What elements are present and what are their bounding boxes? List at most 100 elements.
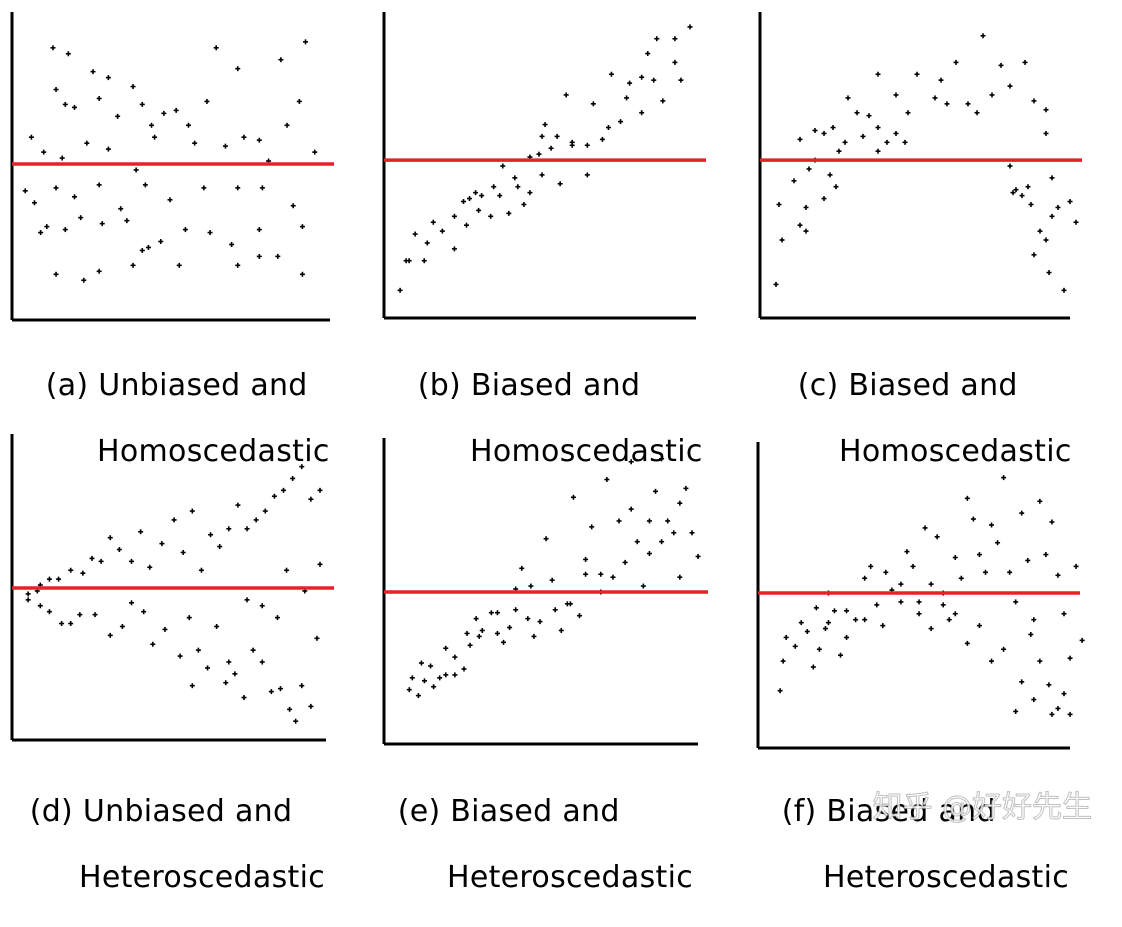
point-c-51 bbox=[1061, 287, 1067, 293]
point-b-43 bbox=[479, 193, 485, 199]
point-c-17 bbox=[812, 127, 818, 133]
point-d-34 bbox=[46, 609, 52, 615]
point-f-52 bbox=[1037, 658, 1043, 664]
point-d-25 bbox=[262, 508, 268, 514]
point-d-13 bbox=[147, 564, 153, 570]
point-c-45 bbox=[1013, 187, 1019, 193]
point-e-27 bbox=[589, 524, 595, 530]
point-f-40 bbox=[1025, 557, 1031, 563]
point-b-40 bbox=[515, 184, 521, 190]
point-b-52 bbox=[473, 190, 479, 196]
point-e-34 bbox=[634, 539, 640, 545]
point-b-26 bbox=[672, 59, 678, 65]
point-e-24 bbox=[570, 494, 576, 500]
point-c-18 bbox=[845, 95, 851, 101]
point-d-19 bbox=[208, 532, 214, 538]
point-a-10 bbox=[303, 39, 309, 45]
point-f-13 bbox=[853, 617, 859, 623]
point-e-52 bbox=[549, 577, 555, 583]
point-c-13 bbox=[821, 196, 827, 202]
point-b-36 bbox=[563, 92, 569, 98]
point-c-16 bbox=[806, 166, 812, 172]
panel-c bbox=[758, 12, 1082, 320]
point-c-20 bbox=[866, 113, 872, 119]
point-d-12 bbox=[138, 529, 144, 535]
point-a-46 bbox=[44, 224, 50, 230]
point-d-59 bbox=[299, 683, 305, 689]
point-d-49 bbox=[214, 623, 220, 629]
point-d-39 bbox=[107, 632, 113, 638]
point-b-27 bbox=[678, 77, 684, 83]
point-b-46 bbox=[439, 228, 445, 234]
point-f-4 bbox=[798, 620, 804, 626]
point-c-31 bbox=[989, 92, 995, 98]
point-a-65 bbox=[235, 262, 241, 268]
point-d-10 bbox=[116, 547, 122, 553]
point-f-22 bbox=[916, 599, 922, 605]
point-f-11 bbox=[838, 652, 844, 658]
point-d-26 bbox=[271, 493, 277, 499]
point-c-50 bbox=[1073, 219, 1079, 225]
point-f-53 bbox=[1028, 631, 1034, 637]
point-f-21 bbox=[910, 563, 916, 569]
caption-a: (a) Unbiased and Homoscedastic bbox=[26, 336, 330, 501]
point-d-18 bbox=[198, 567, 204, 573]
caption-e-line1: (e) Biased and bbox=[397, 794, 620, 829]
point-f-20 bbox=[904, 549, 910, 555]
point-a-18 bbox=[173, 107, 179, 113]
point-d-33 bbox=[37, 603, 43, 609]
point-c-12 bbox=[833, 184, 839, 190]
point-b-19 bbox=[599, 136, 605, 142]
point-b-14 bbox=[548, 145, 554, 151]
caption-c: (c) Biased and Homoscedastic bbox=[778, 336, 1072, 501]
point-b-18 bbox=[584, 172, 590, 178]
point-a-14 bbox=[96, 95, 102, 101]
point-c-32 bbox=[998, 62, 1004, 68]
point-a-26 bbox=[59, 155, 65, 161]
point-a-21 bbox=[256, 137, 262, 143]
point-d-51 bbox=[232, 671, 238, 677]
point-c-52 bbox=[1025, 184, 1031, 190]
caption-c-line2: Homoscedastic bbox=[839, 434, 1072, 469]
point-f-12 bbox=[844, 634, 850, 640]
point-d-11 bbox=[129, 558, 135, 564]
point-c-25 bbox=[914, 71, 920, 77]
point-f-65 bbox=[880, 623, 886, 629]
point-b-30 bbox=[654, 36, 660, 42]
point-a-12 bbox=[62, 101, 68, 107]
point-a-36 bbox=[53, 185, 59, 191]
panel-b bbox=[382, 12, 706, 320]
point-a-3 bbox=[105, 75, 111, 81]
point-e-16 bbox=[519, 565, 525, 571]
point-a-66 bbox=[256, 253, 262, 259]
point-f-69 bbox=[813, 605, 819, 611]
point-c-27 bbox=[938, 77, 944, 83]
panel-e bbox=[382, 438, 708, 746]
point-a-2 bbox=[90, 69, 96, 75]
point-e-30 bbox=[610, 574, 616, 580]
point-b-5 bbox=[464, 222, 470, 228]
point-a-19 bbox=[204, 98, 210, 104]
point-f-35 bbox=[995, 540, 1001, 546]
caption-d: (d) Unbiased and Heteroscedastic bbox=[10, 762, 325, 927]
point-f-64 bbox=[898, 599, 904, 605]
point-c-15 bbox=[797, 222, 803, 228]
point-a-16 bbox=[139, 101, 145, 107]
point-c-42 bbox=[1037, 228, 1043, 234]
point-d-42 bbox=[141, 609, 147, 615]
point-a-20 bbox=[222, 143, 228, 149]
point-b-29 bbox=[672, 36, 678, 42]
point-d-20 bbox=[217, 544, 223, 550]
panel-d bbox=[10, 434, 334, 742]
point-e-1 bbox=[415, 693, 421, 699]
point-a-4 bbox=[130, 84, 136, 90]
point-c-10 bbox=[842, 139, 848, 145]
point-e-56 bbox=[476, 633, 482, 639]
point-d-22 bbox=[235, 502, 241, 508]
point-b-0 bbox=[397, 287, 403, 293]
point-e-19 bbox=[537, 619, 543, 625]
point-c-35 bbox=[1031, 98, 1037, 104]
point-b-15 bbox=[557, 181, 563, 187]
caption-d-line2: Heteroscedastic bbox=[79, 860, 325, 895]
point-d-23 bbox=[244, 526, 250, 532]
